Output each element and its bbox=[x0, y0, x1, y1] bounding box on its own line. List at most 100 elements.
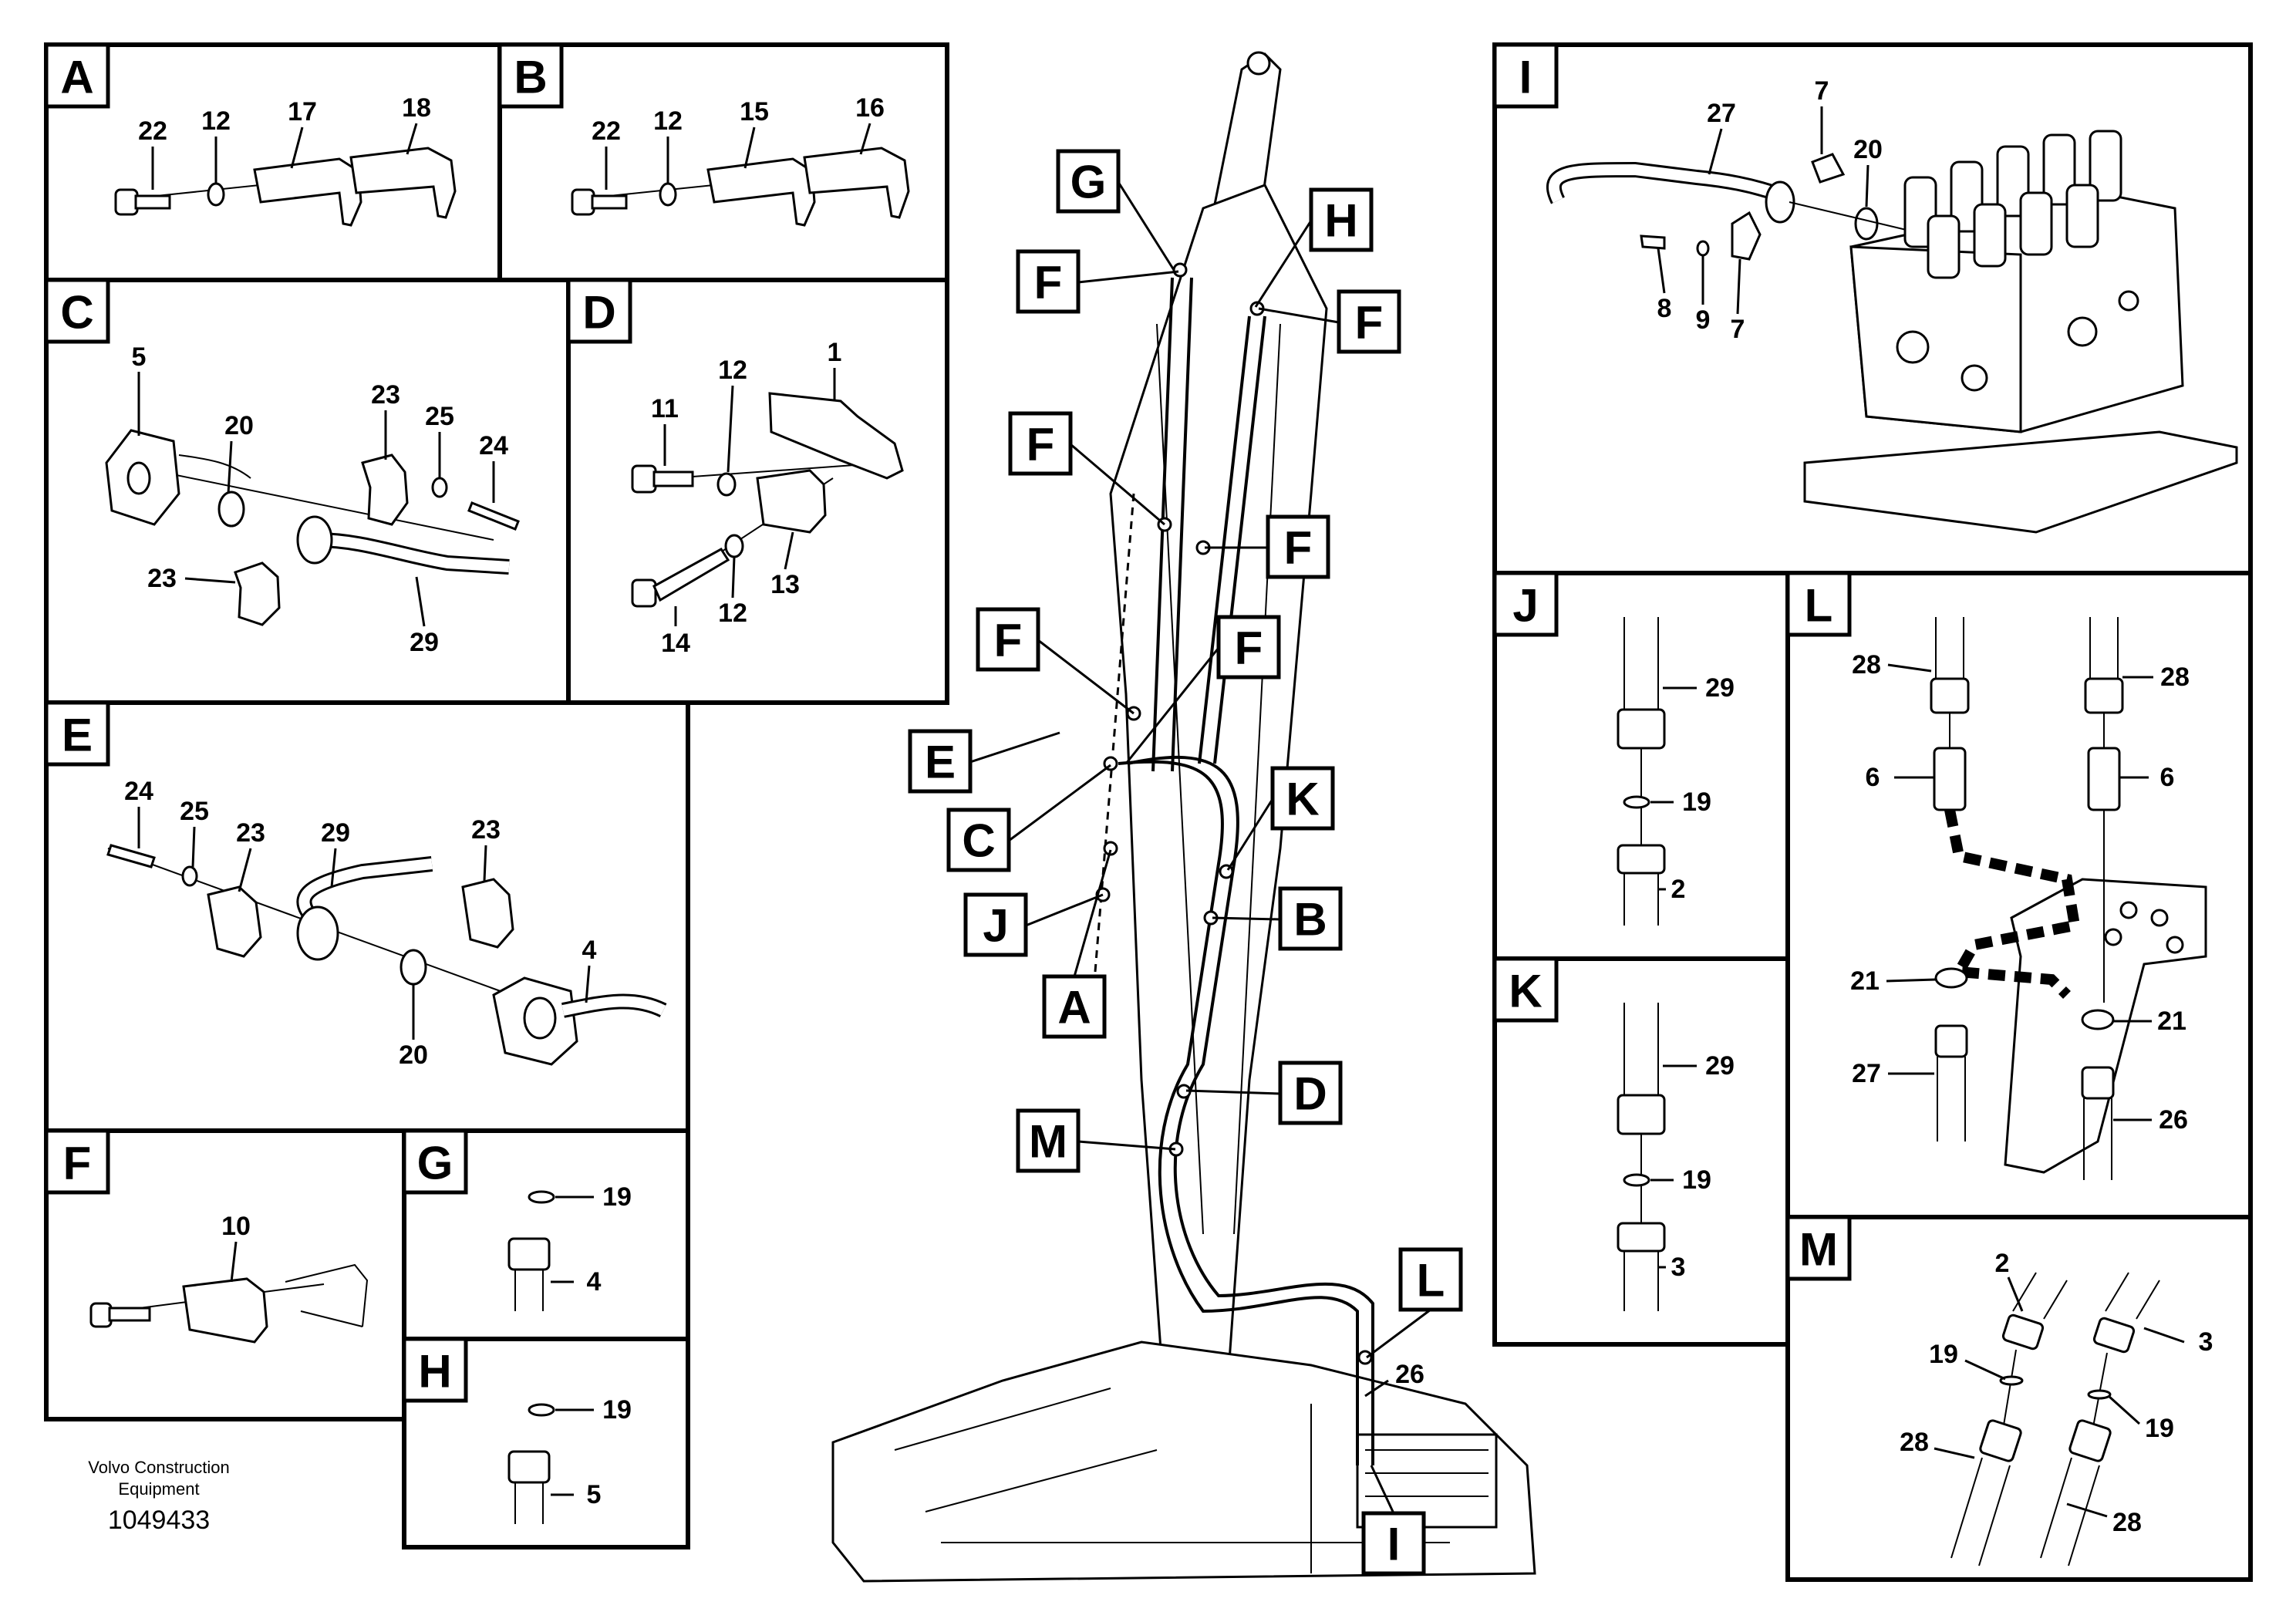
svg-text:12: 12 bbox=[718, 599, 747, 628]
drawing-number: 1049433 bbox=[108, 1506, 210, 1535]
svg-text:M: M bbox=[1799, 1224, 1838, 1276]
svg-text:6: 6 bbox=[1866, 763, 1880, 792]
svg-text:28: 28 bbox=[1900, 1428, 1929, 1457]
svg-text:B: B bbox=[514, 52, 547, 103]
o-ring-19 bbox=[528, 1403, 555, 1417]
company-name-line2: Equipment bbox=[118, 1479, 199, 1499]
panel-d-frame bbox=[566, 278, 949, 705]
part-numbers-c: 5 20 23 25 24 23 29 bbox=[132, 342, 508, 657]
svg-text:2: 2 bbox=[1671, 875, 1686, 904]
svg-text:12: 12 bbox=[653, 106, 683, 136]
svg-text:D: D bbox=[1293, 1068, 1327, 1120]
svg-text:H: H bbox=[1324, 195, 1357, 247]
fitting-3 bbox=[2092, 1317, 2136, 1354]
svg-text:C: C bbox=[60, 287, 93, 339]
hose-nut-28-right bbox=[2068, 1419, 2112, 1462]
panel-tag-a: A bbox=[44, 42, 110, 109]
svg-text:29: 29 bbox=[1705, 673, 1735, 703]
clamp-17 bbox=[253, 157, 362, 227]
svg-text:23: 23 bbox=[147, 564, 177, 593]
hose-fitting-29 bbox=[296, 515, 333, 565]
hose-nut-29 bbox=[1617, 708, 1666, 750]
clamp-15 bbox=[706, 157, 816, 227]
svg-text:K: K bbox=[1286, 774, 1319, 825]
svg-text:19: 19 bbox=[2145, 1414, 2174, 1443]
panel-tag-e: E bbox=[44, 700, 110, 767]
fitting-2 bbox=[1617, 844, 1666, 875]
panel-tag-m: M bbox=[1785, 1215, 1852, 1281]
svg-text:11: 11 bbox=[651, 394, 679, 423]
svg-text:10: 10 bbox=[221, 1212, 251, 1241]
part-numbers-b: 22 12 15 16 bbox=[592, 93, 885, 146]
svg-text:K: K bbox=[1509, 966, 1542, 1017]
svg-text:25: 25 bbox=[425, 402, 454, 431]
panel-tag-h: H bbox=[402, 1337, 468, 1403]
o-ring-20 bbox=[1854, 207, 1879, 241]
svg-text:4: 4 bbox=[582, 936, 597, 965]
svg-text:F: F bbox=[994, 615, 1023, 666]
panel-tag-f: F bbox=[44, 1128, 110, 1195]
washer-9 bbox=[1696, 240, 1710, 257]
fitting-28-left bbox=[1930, 677, 1970, 714]
svg-text:13: 13 bbox=[770, 570, 800, 599]
half-clamp-7-lower bbox=[1731, 211, 1762, 261]
callout-g: G bbox=[1056, 149, 1121, 214]
svg-text:19: 19 bbox=[1682, 1165, 1711, 1195]
svg-text:19: 19 bbox=[602, 1182, 632, 1212]
svg-text:3: 3 bbox=[1671, 1253, 1686, 1282]
bolt-11 bbox=[631, 464, 694, 494]
panel-l-drawing: 28 28 6 6 21 21 27 26 bbox=[1850, 617, 2207, 1180]
o-ring-19-left bbox=[1999, 1375, 2024, 1386]
fitting-28-right bbox=[2084, 677, 2124, 714]
callout-e: E bbox=[908, 729, 973, 794]
callout-f-5: F bbox=[976, 607, 1040, 672]
part-numbers-d: 12 1 11 12 13 14 bbox=[651, 338, 841, 658]
fitting-27 bbox=[1934, 1024, 1968, 1058]
clamp-18 bbox=[349, 147, 457, 219]
adapter-6-left bbox=[1933, 747, 1967, 811]
hose-nut-28-left bbox=[1979, 1419, 2022, 1462]
svg-text:20: 20 bbox=[1853, 135, 1883, 164]
panel-tag-j: J bbox=[1492, 571, 1559, 637]
bolt-24 bbox=[467, 501, 520, 531]
svg-text:L: L bbox=[1805, 580, 1833, 632]
panel-tag-d: D bbox=[566, 278, 632, 344]
panel-tag-k: K bbox=[1492, 956, 1559, 1023]
company-name-line1: Volvo Construction bbox=[88, 1458, 229, 1477]
bolt bbox=[89, 1302, 151, 1328]
svg-text:28: 28 bbox=[2160, 663, 2190, 692]
clamp-16 bbox=[803, 147, 910, 219]
washer-25 bbox=[181, 865, 198, 887]
svg-text:24: 24 bbox=[479, 431, 508, 460]
part-numbers-j: 29 19 2 bbox=[1671, 673, 1735, 904]
svg-text:F: F bbox=[1355, 297, 1384, 349]
fitting-3 bbox=[1617, 1222, 1666, 1253]
svg-text:12: 12 bbox=[201, 106, 231, 136]
svg-text:4: 4 bbox=[587, 1267, 602, 1297]
washer-25 bbox=[431, 477, 448, 498]
callout-h: H bbox=[1309, 187, 1374, 252]
bolt-8 bbox=[1640, 234, 1666, 250]
panel-b-drawing: 22 12 15 16 bbox=[571, 93, 910, 227]
svg-text:E: E bbox=[62, 710, 93, 761]
svg-text:F: F bbox=[1284, 522, 1313, 574]
callout-l: L bbox=[1398, 1247, 1463, 1312]
panel-j-drawing: 29 19 2 bbox=[1617, 617, 1735, 926]
half-clamp-23-left bbox=[207, 885, 262, 958]
panel-m-drawing: 2 3 19 19 28 28 bbox=[1900, 1249, 2213, 1566]
svg-text:F: F bbox=[1027, 419, 1055, 470]
svg-text:L: L bbox=[1417, 1255, 1445, 1307]
panel-h-frame bbox=[402, 1337, 690, 1549]
callout-f-2: F bbox=[1337, 289, 1401, 354]
svg-text:A: A bbox=[60, 52, 93, 103]
callout-c: C bbox=[946, 808, 1011, 872]
bolt-22 bbox=[114, 188, 171, 216]
panel-h-drawing: 19 5 bbox=[507, 1395, 632, 1524]
callout-i: I bbox=[1361, 1511, 1426, 1576]
panel-e-drawing: 24 25 23 29 23 4 20 bbox=[106, 777, 667, 1070]
panel-c-drawing: 5 20 23 25 24 23 29 bbox=[105, 342, 520, 657]
svg-text:F: F bbox=[1034, 257, 1063, 309]
o-ring-20 bbox=[217, 491, 245, 528]
svg-text:M: M bbox=[1029, 1116, 1067, 1168]
panel-tag-c: C bbox=[44, 278, 110, 344]
